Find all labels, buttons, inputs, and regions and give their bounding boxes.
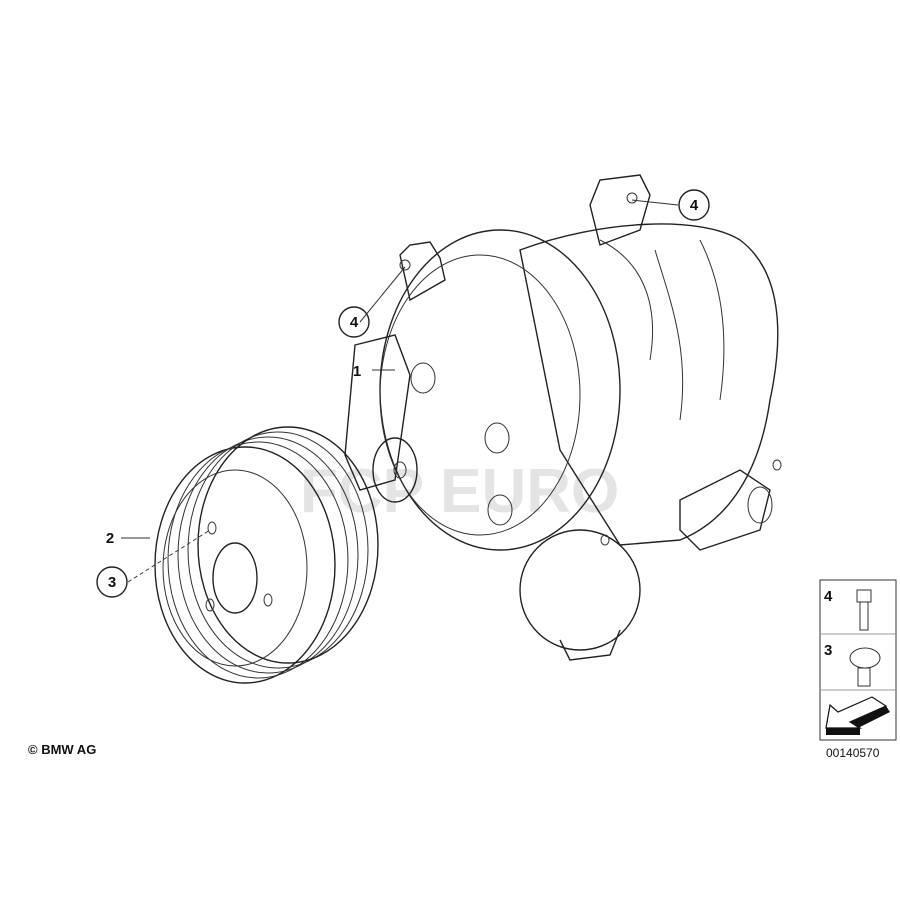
copyright: © BMW AG — [28, 742, 97, 757]
watermark: FCP EURO — [300, 457, 619, 526]
leader-line-4-upper — [631, 199, 679, 206]
fastener-legend: 4 3 — [819, 579, 897, 741]
callout-4-lower-label: 4 — [350, 314, 359, 331]
bolt-hex-flange-icon — [849, 647, 881, 687]
power-steering-pump — [344, 174, 782, 661]
diagram-code: 00140570 — [826, 746, 880, 760]
legend-3-label: 3 — [824, 642, 832, 659]
bolt-12-point-icon — [856, 589, 872, 631]
leader-line-4-lower — [359, 266, 406, 323]
legend-4-label: 4 — [824, 588, 833, 605]
callout-4-upper — [678, 189, 710, 221]
callout-1-label: 1 — [353, 363, 361, 380]
callout-3 — [96, 566, 128, 598]
callout-4-upper-label: 4 — [690, 197, 699, 214]
callout-4-lower — [338, 306, 370, 338]
direction-arrow-icon — [825, 696, 890, 735]
callout-3-label: 3 — [108, 574, 116, 591]
callout-2-label: 2 — [106, 530, 114, 547]
leader-line-3 — [127, 529, 211, 583]
